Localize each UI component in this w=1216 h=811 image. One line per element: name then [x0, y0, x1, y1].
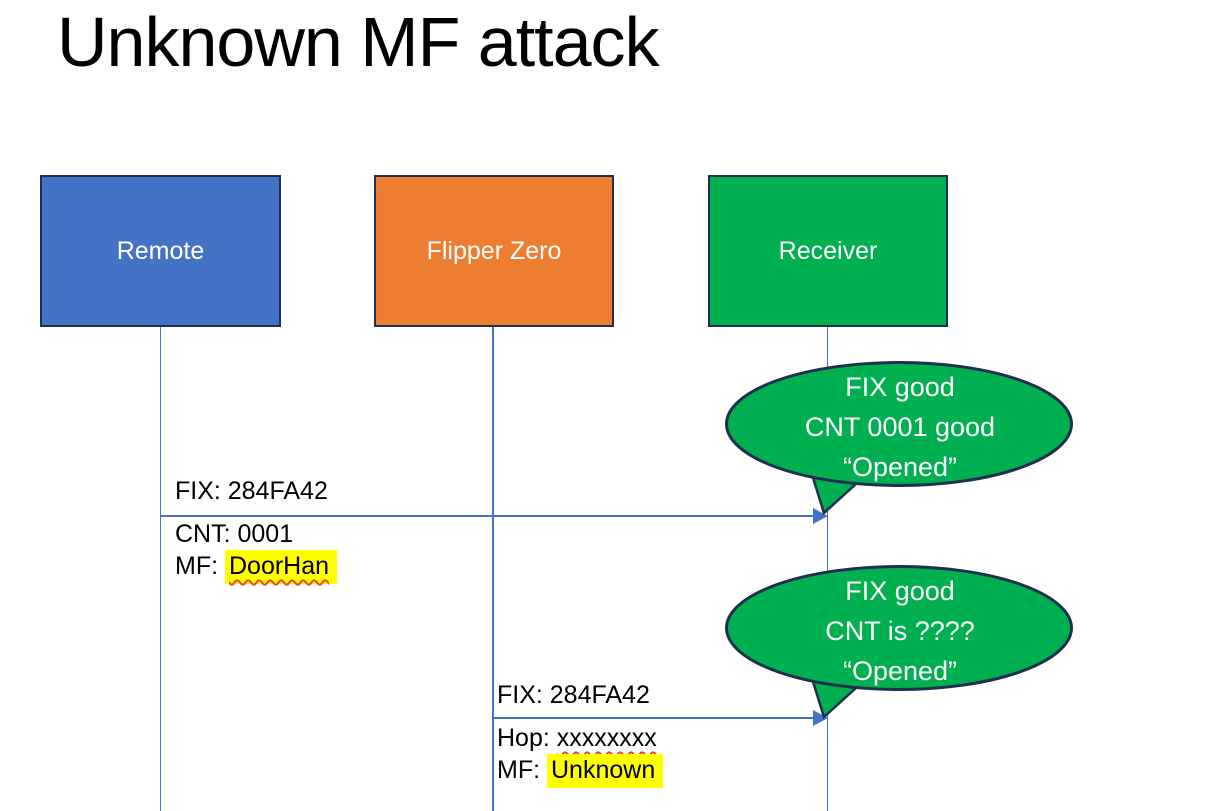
message-arrow-1	[160, 515, 814, 517]
message1-mf-highlighted-value: DoorHan	[225, 550, 338, 584]
speech-bubble-2-text: FIX good CNT is ???? “Opened”	[730, 571, 1070, 691]
speech-bubble-ellipse	[725, 565, 1073, 691]
speech-bubble-ellipse	[725, 361, 1073, 487]
message1-line-fix: FIX: 284FA42	[175, 477, 328, 505]
lifeline-receiver	[826, 327, 828, 811]
message2-line-fix: FIX: 284FA42	[497, 681, 650, 709]
lifeline-flipper-zero	[492, 327, 494, 811]
page-title: Unknown MF attack	[57, 3, 660, 81]
callout-line: FIX good	[845, 372, 955, 402]
message2-mf-highlighted-value: Unknown	[547, 754, 664, 788]
message2-hop-prefix: Hop:	[497, 724, 557, 752]
speech-bubble-2: FIX good CNT is ???? “Opened”	[710, 556, 1090, 731]
actor-label-remote: Remote	[116, 236, 205, 265]
speech-bubble-shape	[725, 565, 1073, 720]
speech-bubble-1: FIX good CNT 0001 good “Opened”	[710, 352, 1090, 527]
actor-box-flipper-zero: Flipper Zero	[374, 175, 614, 327]
actor-box-receiver: Receiver	[708, 175, 948, 327]
message-arrow-2	[493, 717, 814, 719]
callout-line: CNT is ????	[825, 616, 975, 646]
message1-line-cnt: CNT: 0001	[175, 520, 294, 548]
message2-mf-prefix: MF:	[497, 756, 547, 784]
message1-line-mf: MF: DoorHan	[175, 550, 338, 584]
callout-line: “Opened”	[842, 452, 958, 482]
callout-line: “Opened”	[842, 656, 958, 686]
actor-label-receiver: Receiver	[778, 236, 878, 265]
message1-mf-prefix: MF:	[175, 552, 225, 580]
message2-line-hop: Hop: xxxxxxxx	[497, 724, 657, 753]
message2-line-mf: MF: Unknown	[497, 754, 664, 788]
actor-box-remote: Remote	[40, 175, 281, 327]
actor-label-flipper-zero: Flipper Zero	[426, 236, 562, 265]
callout-line: FIX good	[845, 576, 955, 606]
speech-bubble-1-text: FIX good CNT 0001 good “Opened”	[730, 367, 1070, 487]
message2-hop-value: xxxxxxxx	[556, 724, 657, 752]
lifeline-remote	[159, 327, 161, 811]
speech-bubble-shape	[725, 361, 1073, 516]
callout-line: CNT 0001 good	[804, 412, 996, 442]
